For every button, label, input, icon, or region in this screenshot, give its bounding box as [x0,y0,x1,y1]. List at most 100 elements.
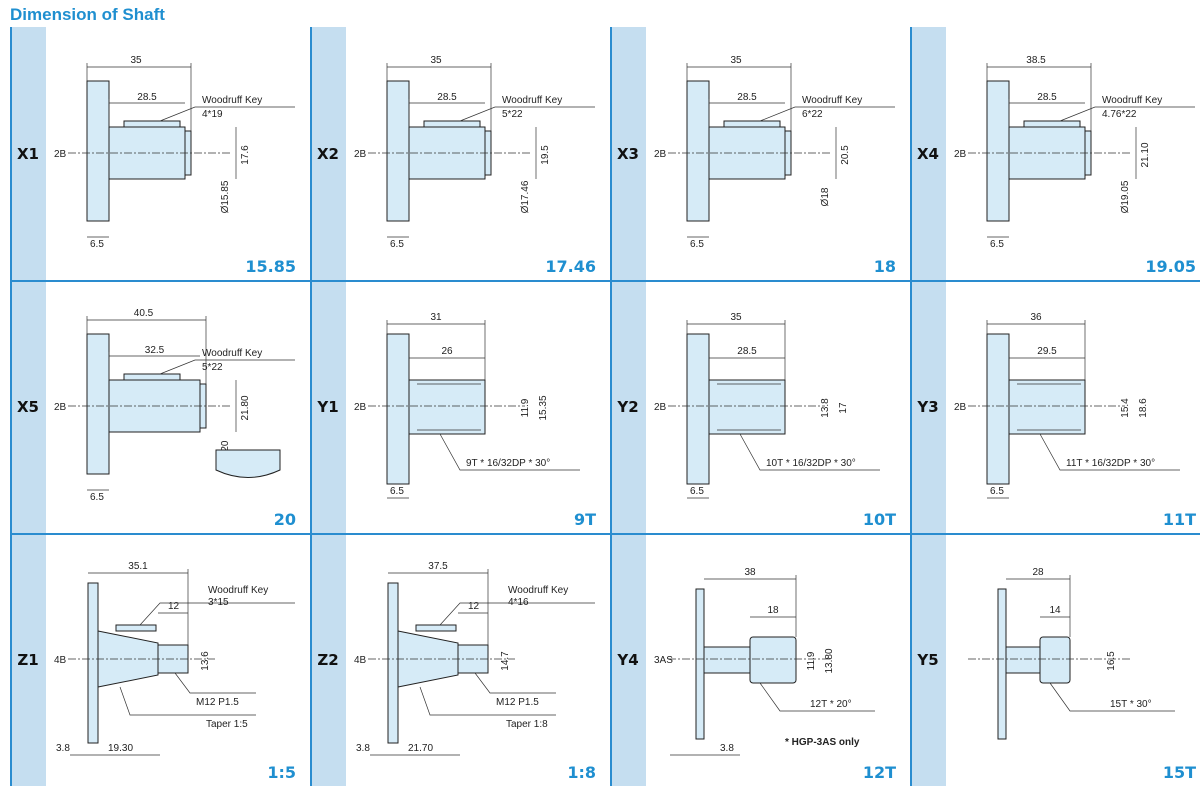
flange [986,333,1010,485]
dim-taper-length-label: 19.30 [108,743,133,754]
thread-leader [174,672,256,694]
row-divider [10,533,1200,535]
dim-dia1-label: 11.9 [520,398,531,417]
bore-label: 2B [354,149,367,160]
dim-total-label: 28 [1032,567,1044,578]
shaft-code-tab: Z2 [310,533,346,786]
bore-label: 2B [354,402,367,413]
spline-spec-label: 11T * 16/32DP * 30° [1066,458,1155,469]
spline-leader [1039,433,1180,471]
thread-spec-label: M12 P1.5 [196,697,239,708]
key-slot [723,120,781,128]
dim-dia2-label: 21.10 [1140,142,1151,167]
shaft-code-tab: Y5 [910,533,946,786]
shaft-code: Y2 [617,397,639,416]
shaft-size-label: 17.46 [545,257,596,276]
page-title: Dimension of Shaft [10,5,165,24]
key-size-label: 5*22 [202,362,223,373]
flange [686,333,710,485]
key-leader [439,602,595,626]
shaft-code: Y3 [917,397,939,416]
dim-total-label: 36 [1030,312,1042,323]
key-size-label: 3*15 [208,597,229,608]
dim-flange-label: 6.5 [990,486,1004,497]
spline-leader [759,682,875,712]
dim-length-label: 28.5 [137,92,157,103]
flange [695,588,705,740]
key-slot [415,624,457,632]
dim-dia2-label: 21.80 [240,395,251,420]
dim-total-label: 35 [430,55,442,66]
flange [387,582,399,744]
key-slot [1023,120,1081,128]
woodruff-key-label: Woodruff Key [202,348,262,359]
thread-spec-label: M12 P1.5 [496,697,539,708]
dim-total-label: 35.1 [128,561,148,572]
shaft-code: Y4 [617,650,639,669]
shaft-size-label: 15.85 [245,257,296,276]
shaft-size-label: 11T [1162,510,1196,529]
key-slot [123,373,181,381]
dim-length-label: 28.5 [1037,92,1057,103]
shaft-code: Z2 [317,650,339,669]
key-size-label: 4.76*22 [1102,109,1137,120]
dim-dia1-label: 16.5 [1106,651,1117,671]
woodruff-key-label: Woodruff Key [1102,95,1162,106]
shaft-code-tab: X3 [610,27,646,280]
flange [997,588,1007,740]
spline-leader [1049,682,1175,712]
dim-dia1-label: Ø17.46 [520,180,531,213]
bore-label: 2B [654,402,667,413]
dim-total-label: 38.5 [1026,55,1046,66]
dim-length-label: 14 [1049,605,1061,616]
dim-dia2-label: 15.35 [538,395,549,420]
dim-flange-label: 3.8 [56,743,70,754]
shaft-size-label: 18 [873,257,896,276]
dim-taper-length-label: 21.70 [408,743,433,754]
shaft-code: X1 [16,144,39,163]
dim-length-label: 26 [441,346,453,357]
column-divider [10,27,12,786]
shaft-size-label: 1:5 [267,763,296,782]
flange [87,582,99,744]
note-label: * HGP-3AS only [785,737,860,748]
shaft-code: X3 [616,144,639,163]
shaft-code-tab: X4 [910,27,946,280]
shaft-body [1005,646,1041,674]
shaft-code: Z1 [17,650,39,669]
dim-total-label: 35 [730,55,742,66]
dim-dia1-label: 13.8 [820,398,831,418]
woodruff-key-label: Woodruff Key [802,95,862,106]
shaft-body [703,646,751,674]
dim-dia1-label: 15.4 [1120,398,1131,418]
dim-length-label: 32.5 [145,345,165,356]
bore-label: 2B [954,402,967,413]
spline-shaft [1008,379,1086,435]
shaft-code-tab: X1 [10,27,46,280]
flange [86,80,110,222]
spline-spec-label: 10T * 16/32DP * 30° [766,458,856,469]
dim-total-label: 40.5 [134,308,154,319]
bore-label: 2B [954,149,967,160]
dim-flange-label: 6.5 [390,486,404,497]
key-size-label: 4*19 [202,109,223,120]
woodruff-key-label: Woodruff Key [202,95,262,106]
key-leader [159,359,295,375]
shaft-size-label: 9T [573,510,596,529]
shaft-code-tab: Y4 [610,533,646,786]
key-leader [759,106,895,122]
dim-total-label: 38 [744,567,756,578]
bore-label: 2B [54,149,67,160]
key-slot [123,120,181,128]
